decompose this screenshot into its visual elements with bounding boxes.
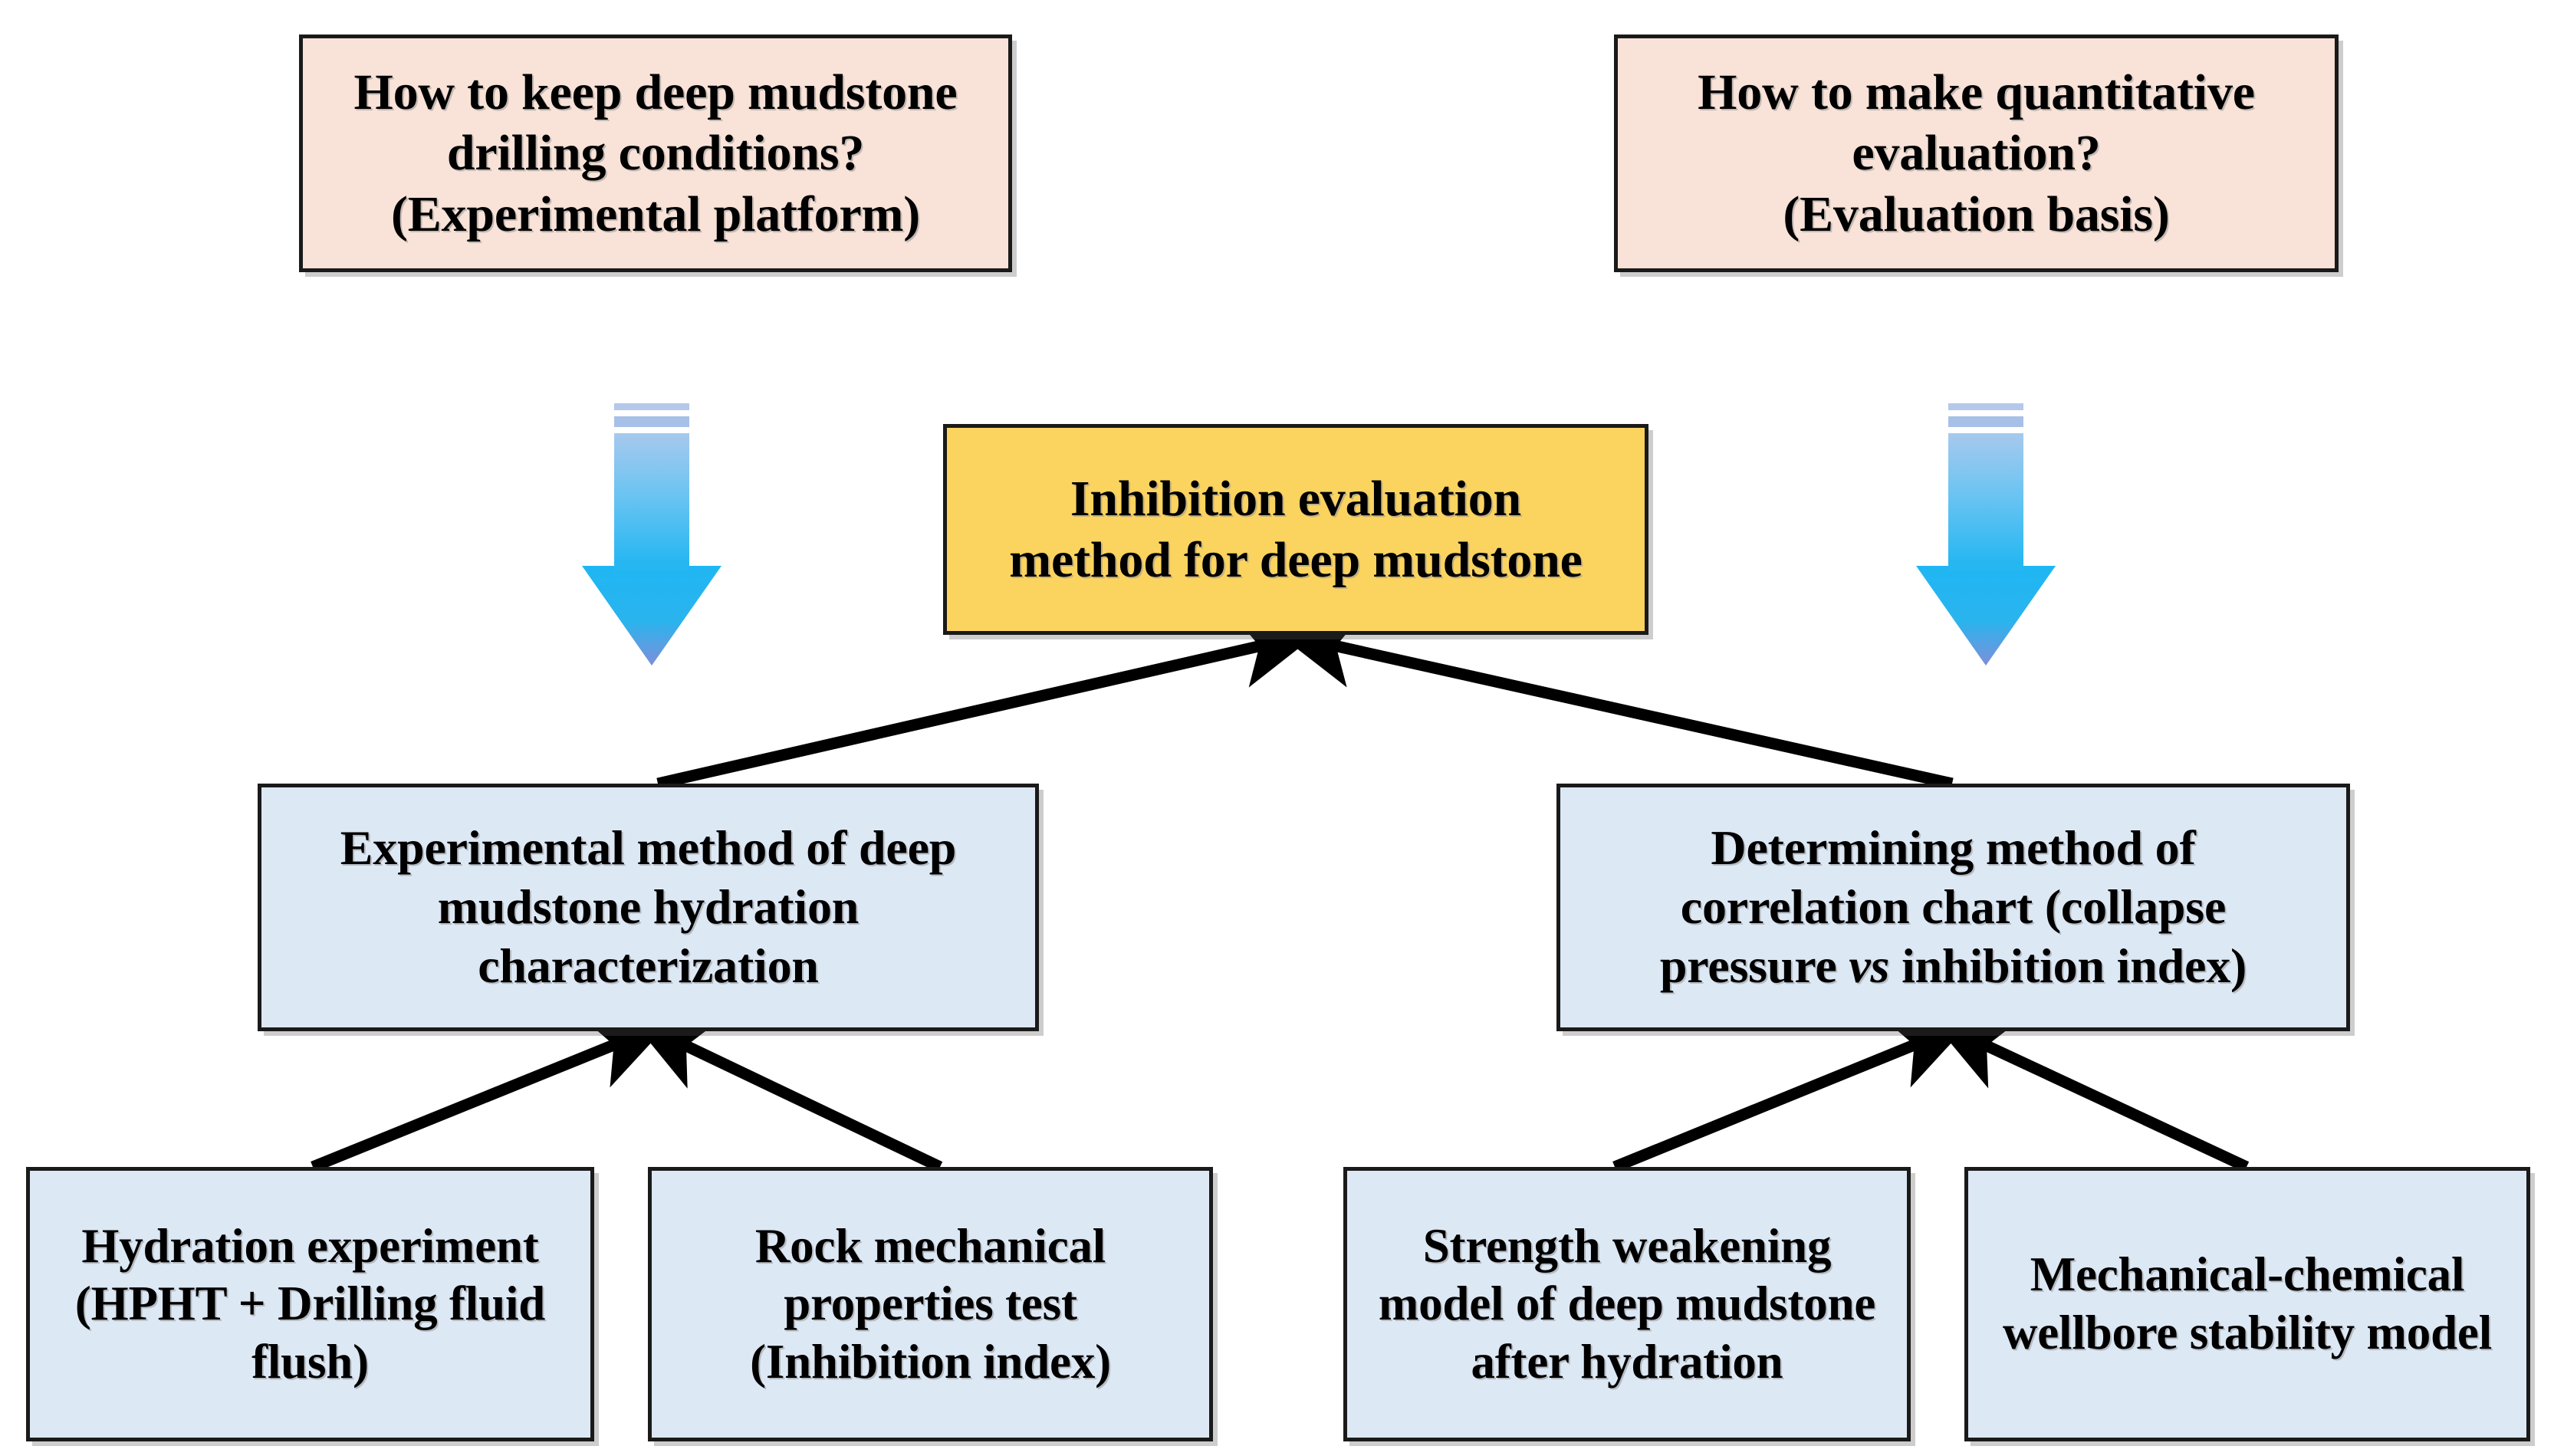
connector-method-left-to-core: [656, 613, 1320, 790]
method-right-line3-suffix: inhibition index): [1889, 938, 2247, 993]
leaf-box-strength-weakening-model: Strength weakening model of deep mudston…: [1343, 1167, 1911, 1441]
leaf2-line2: properties test: [784, 1277, 1077, 1331]
question-left-line1: How to keep deep mudstone: [353, 64, 958, 121]
question-box-evaluation-basis: How to make quantitative evaluation? (Ev…: [1614, 35, 2339, 272]
leaf3-line3: after hydration: [1471, 1334, 1783, 1389]
connector-leaf4-to-method-right: [1931, 1019, 2250, 1172]
question-left-line2: drilling conditions?: [446, 125, 865, 182]
connector-leaf3-to-method-right: [1612, 1017, 1971, 1172]
question-right-line2: evaluation?: [1852, 125, 2101, 182]
connector-leaf1-to-method-left: [311, 1017, 671, 1172]
method-left-line3: characterization: [478, 938, 819, 993]
method-left-line1: Experimental method of deep: [340, 820, 957, 876]
method-right-line2: correlation chart (collapse: [1680, 879, 2227, 935]
method-right-line1: Determining method of: [1711, 820, 2196, 876]
connector-method-right-to-core: [1276, 613, 1954, 790]
core-box-inhibition-evaluation-method: Inhibition evaluation method for deep mu…: [943, 424, 1648, 635]
method-box-experimental-hydration-characterization: Experimental method of deep mudstone hyd…: [258, 784, 1039, 1031]
blue-down-arrow-icon-right: [1916, 403, 2056, 666]
leaf-box-rock-mechanical-properties-test: Rock mechanical properties test (Inhibit…: [648, 1167, 1213, 1441]
leaf-box-hydration-experiment: Hydration experiment (HPHT + Drilling fl…: [26, 1167, 594, 1441]
method-right-line3-prefix: pressure: [1659, 938, 1849, 993]
leaf1-line3: flush): [251, 1334, 369, 1389]
method-right-line3-emphasis: vs: [1849, 938, 1890, 993]
leaf2-line3: (Inhibition index): [750, 1334, 1111, 1389]
question-box-experimental-platform: How to keep deep mudstone drilling condi…: [299, 35, 1012, 272]
method-right-line3: pressure vs inhibition index): [1660, 938, 2247, 993]
leaf2-line1: Rock mechanical: [754, 1218, 1106, 1273]
leaf4-line1: Mechanical-chemical: [2030, 1247, 2465, 1302]
question-right-line1: How to make quantitative: [1698, 64, 2255, 121]
blue-down-arrow-icon-left: [582, 403, 721, 666]
method-box-correlation-chart-determination: Determining method of correlation chart …: [1556, 784, 2350, 1031]
leaf3-line2: model of deep mudstone: [1378, 1277, 1876, 1331]
leaf1-line1: Hydration experiment: [81, 1218, 539, 1273]
leaf1-line2: (HPHT + Drilling fluid: [74, 1277, 546, 1331]
leaf3-line1: Strength weakening: [1422, 1218, 1832, 1273]
method-left-line2: mudstone hydration: [437, 879, 860, 935]
core-line1: Inhibition evaluation: [1070, 471, 1522, 528]
connector-leaf2-to-method-left: [631, 1019, 943, 1172]
leaf-box-mechanical-chemical-wellbore-stability-model: Mechanical-chemical wellbore stability m…: [1964, 1167, 2530, 1441]
question-right-line3: (Evaluation basis): [1783, 186, 2170, 242]
question-left-line3: (Experimental platform): [390, 186, 921, 242]
core-line2: method for deep mudstone: [1009, 531, 1583, 588]
leaf4-line2: wellbore stability model: [2003, 1306, 2492, 1359]
